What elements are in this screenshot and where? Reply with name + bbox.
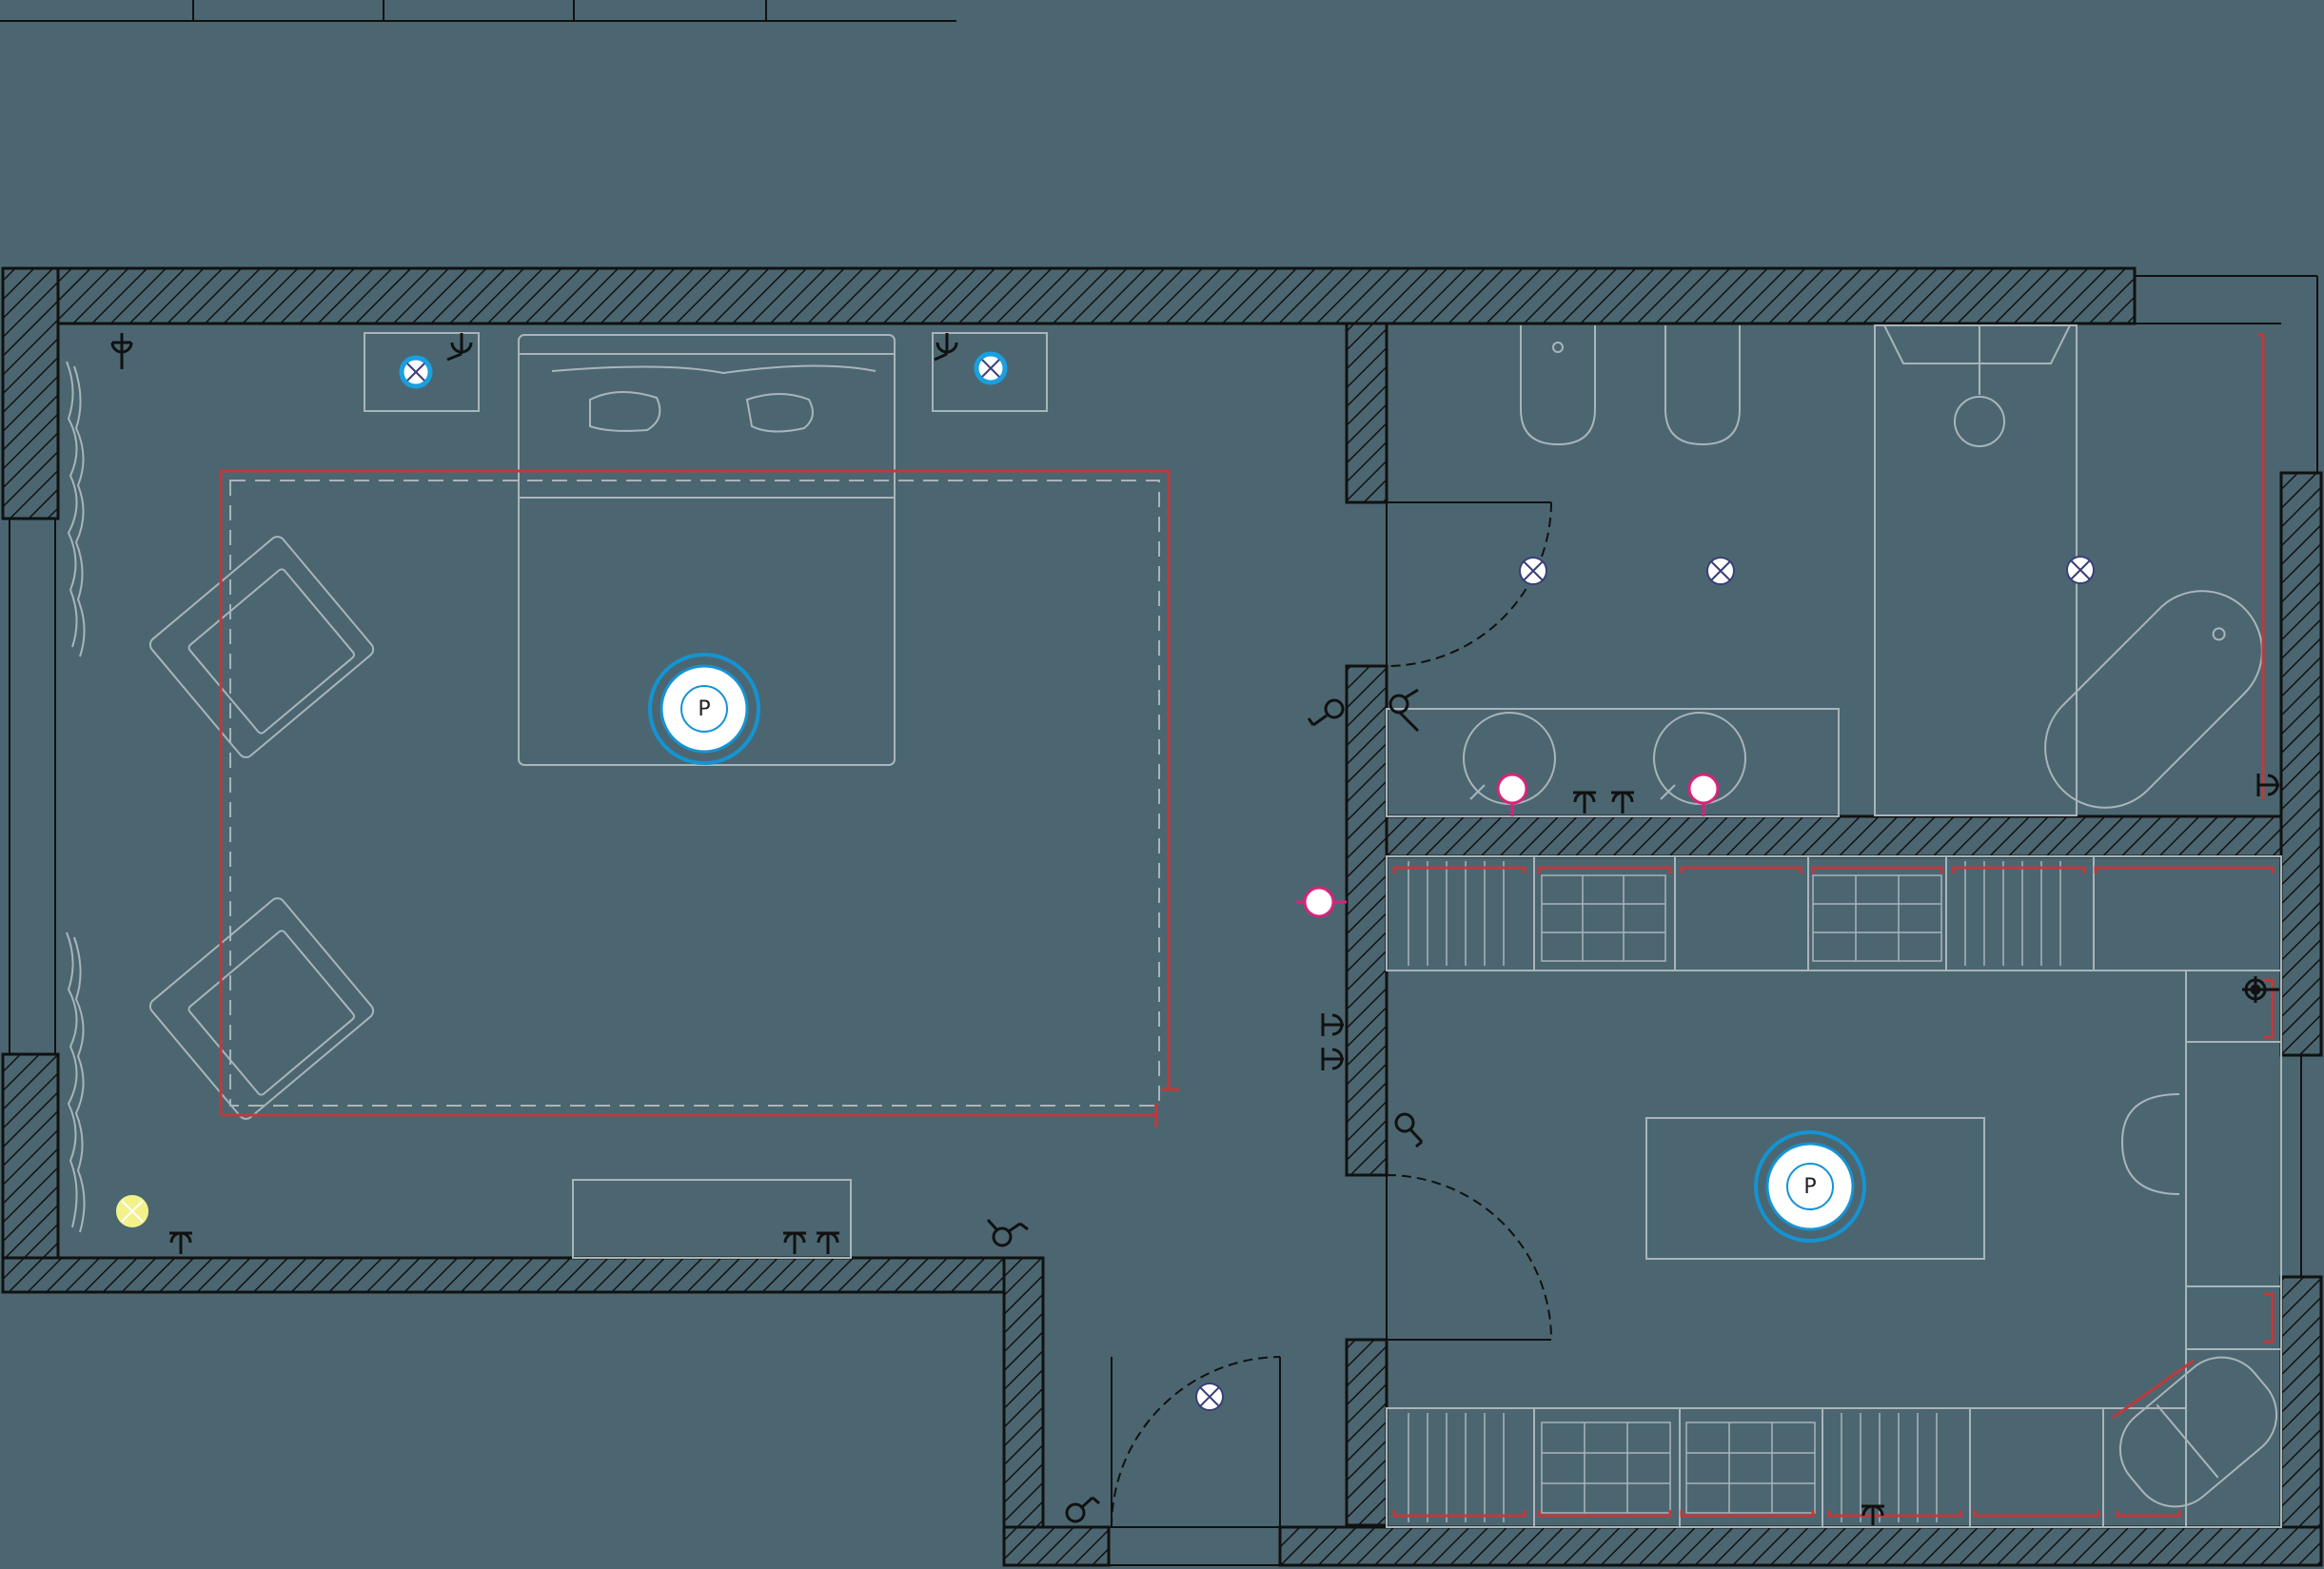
floor-light-icon xyxy=(116,1195,148,1227)
pillow-right xyxy=(745,393,814,433)
door-swing-bath xyxy=(1386,501,1552,667)
wall-light-icon xyxy=(1687,773,1720,816)
curtain-bottom xyxy=(66,932,78,1228)
pillow-left xyxy=(589,390,661,432)
socket-icon xyxy=(1611,791,1634,814)
wall-bath-dressing xyxy=(1385,814,2283,858)
wall-bedroom-bottom xyxy=(1,1256,1045,1294)
wardrobe-bottom xyxy=(1386,1407,2187,1528)
switch-icon xyxy=(1307,698,1345,727)
wall-right-upper xyxy=(2279,471,2323,1057)
wall-corridor-bottom-left xyxy=(1002,1525,1111,1567)
wall-center-middle xyxy=(1345,664,1388,1177)
bedside-light-right xyxy=(974,351,1008,385)
wall-center-lower xyxy=(1345,1338,1388,1527)
rug xyxy=(219,469,1180,1128)
walls xyxy=(1,266,2323,1567)
electrical-symbols xyxy=(110,333,2279,1525)
wardrobe-top xyxy=(1386,855,2282,971)
lounge-chair xyxy=(2118,1356,2278,1508)
shower-head xyxy=(1954,396,2005,447)
socket-icon xyxy=(446,333,473,362)
socket-icon xyxy=(783,1231,806,1254)
pendant-dressing: P xyxy=(1754,1130,1866,1243)
downlight-icon xyxy=(1519,557,1547,585)
socket-icon xyxy=(169,1231,192,1254)
pendant-label: P xyxy=(698,697,710,721)
top-scale-line xyxy=(0,0,956,22)
socket-icon xyxy=(1861,1504,1884,1525)
wall-center-upper xyxy=(1345,322,1388,504)
downlight-icon xyxy=(1195,1383,1224,1411)
curtain-top xyxy=(66,361,78,648)
socket-icon xyxy=(817,1231,839,1254)
switch-icon xyxy=(1394,1112,1424,1148)
nightstand-right xyxy=(932,332,1048,412)
wall-corridor-left xyxy=(1002,1256,1045,1566)
pendant-bedroom: P xyxy=(648,653,760,765)
wall-left-upper xyxy=(1,266,60,520)
wardrobe-right xyxy=(2185,970,2282,1528)
nightstand-left xyxy=(364,332,480,412)
doors xyxy=(1111,501,1552,1528)
pendant-label: P xyxy=(1803,1175,1816,1199)
bathtub xyxy=(2044,590,2263,809)
door-swing-dressing xyxy=(1386,1174,1552,1341)
towel-rail xyxy=(2257,333,2265,799)
wardrobe-lighting xyxy=(1392,866,2275,1518)
wall-top xyxy=(1,266,2137,325)
toilet xyxy=(1664,325,1741,446)
switch-icon xyxy=(1388,688,1420,733)
bedroom-furniture xyxy=(66,332,1048,1259)
wall-light-icon xyxy=(1496,773,1528,816)
socket-icon xyxy=(2256,774,2279,796)
window-lines xyxy=(9,275,2318,1566)
switch-icon xyxy=(986,1218,1029,1247)
wall-right-lower xyxy=(2279,1275,2323,1567)
socket-icon xyxy=(1573,791,1596,814)
armchair-top xyxy=(148,536,375,758)
bench xyxy=(572,1179,852,1259)
dressing-island xyxy=(1645,1117,1985,1260)
wall-light-icon xyxy=(1296,886,1347,918)
wall-left-lower xyxy=(1,1052,60,1294)
vanity xyxy=(1386,708,1840,817)
socket-icon xyxy=(934,333,958,362)
thermostat-icon xyxy=(2242,976,2279,1003)
wall-lights xyxy=(1296,773,1720,918)
downlight-icon xyxy=(1706,557,1735,585)
socket-icon xyxy=(1321,1048,1344,1070)
door-swing-entry xyxy=(1111,1356,1281,1528)
switch-icon xyxy=(1065,1496,1100,1523)
bedside-light-left xyxy=(399,355,433,389)
bed xyxy=(518,334,896,766)
downlights xyxy=(1195,556,2095,1411)
armchair-bottom xyxy=(148,897,375,1120)
socket-icon xyxy=(110,333,133,369)
wall-bottom-right xyxy=(1278,1525,2323,1567)
socket-icon xyxy=(1321,1013,1344,1036)
downlight-icon xyxy=(2066,556,2095,584)
dressing-furniture xyxy=(1386,855,2282,1528)
bidet xyxy=(1520,325,1596,446)
